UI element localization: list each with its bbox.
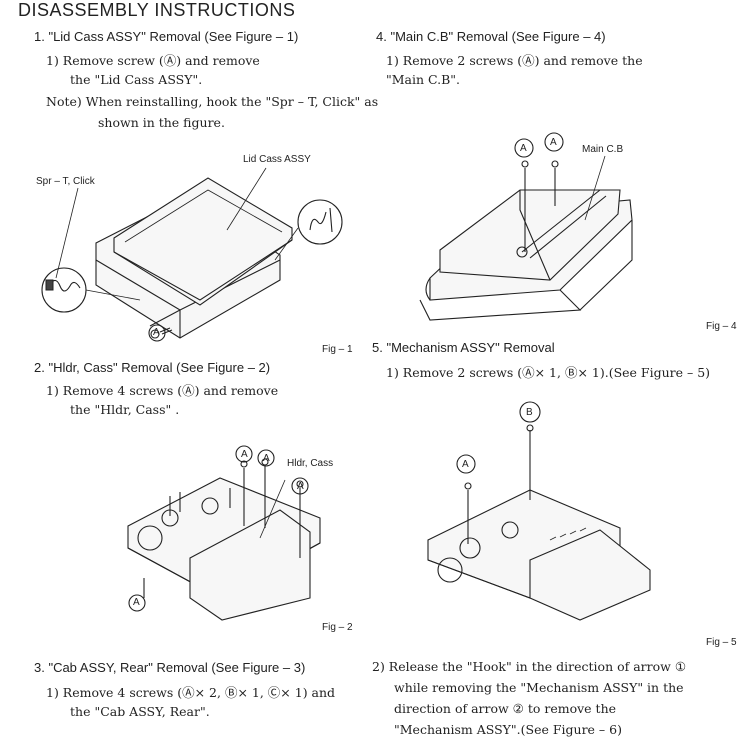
page-title: DISASSEMBLY INSTRUCTIONS [18,0,296,20]
step-4-heading: 4. "Main C.B" Removal (See Figure – 4) [376,29,606,44]
step-1-line-2: the "Lid Cass ASSY". [70,72,203,87]
fig2-screw-callouts [235,445,309,495]
figure-1-caption: Fig – 1 [322,344,353,355]
step-2-line-2: the "Hldr, Cass" . [70,402,180,417]
step-1-note-cont: shown in the figure. [98,115,225,130]
figure-1-illustration [41,167,343,339]
fig2-screw-callout-left [128,594,146,612]
figure-5-illustration [427,424,651,621]
step-3-line-1: 1) Remove 4 screws (Ⓐ× 2, Ⓑ× 1, Ⓒ× 1) an… [46,685,336,700]
step-5-line-2: 2) Release the "Hook" in the direction o… [372,659,687,674]
step-5-heading: 5. "Mechanism ASSY" Removal [372,340,555,355]
fig2-screw-label-4: A [133,597,140,608]
fig2-screw-label-2: A [263,453,270,464]
label-spr-t-click: Spr – T, Click [36,176,95,187]
step-5-line-5: "Mechanism ASSY".(See Figure – 6) [394,722,622,737]
step-5-line-1: 1) Remove 2 screws (Ⓐ× 1, Ⓑ× 1).(See Fig… [386,365,711,380]
step-5-line-3: while removing the "Mechanism ASSY" in t… [394,680,684,695]
step-3-heading: 3. "Cab ASSY, Rear" Removal (See Figure … [34,660,306,675]
step-2-heading: 2. "Hldr, Cass" Removal (See Figure – 2) [34,360,271,375]
label-lid-cass-assy: Lid Cass ASSY [243,154,311,165]
fig5-screw-label-a: A [462,459,469,470]
label-main-cb: Main C.B [582,144,624,155]
figure-2-illustration [127,458,321,621]
fig2-screw-label-3: A [297,481,304,492]
fig4-screw-label-1: A [520,143,527,154]
fig4-screw-label-2: A [550,137,557,148]
step-4-line-2: "Main C.B". [386,72,461,87]
step-1-heading: 1. "Lid Cass ASSY" Removal (See Figure –… [34,29,299,44]
step-3-line-2: the "Cab ASSY, Rear". [70,704,210,719]
figure-4-illustration [419,155,633,321]
screw-callout-a [148,324,166,342]
fig2-screw-label-1: A [241,449,248,460]
figure-2-caption: Fig – 2 [322,622,353,633]
step-2-line-1: 1) Remove 4 screws (Ⓐ) and remove [46,383,279,398]
fig5-screw-callouts [456,401,541,474]
screw-label: A [153,327,160,338]
figure-4-caption: Fig – 4 [706,321,737,332]
figure-5-caption: Fig – 5 [706,637,737,648]
fig5-screw-label-b: B [526,407,533,418]
step-4-line-1: 1) Remove 2 screws (Ⓐ) and remove the [386,53,643,68]
label-hldr-cass: Hldr, Cass [287,458,334,469]
step-1-note: Note) When reinstalling, hook the "Spr –… [46,94,379,109]
step-5-line-4: direction of arrow ② to remove the [394,701,617,716]
step-1-line-1: 1) Remove screw (Ⓐ) and remove [46,53,260,68]
fig4-screw-callouts [514,132,564,158]
